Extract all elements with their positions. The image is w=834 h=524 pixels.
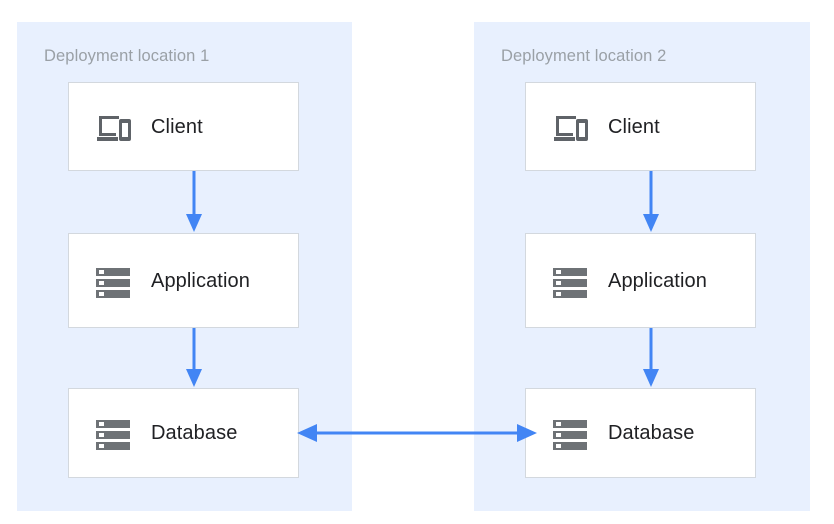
zone-2-node-database[interactable]: Database <box>525 388 756 478</box>
zone-2-arrow-application-to-database <box>640 328 662 388</box>
zone-2-arrow-client-to-application <box>640 171 662 233</box>
zone-2-database-label: Database <box>608 422 695 444</box>
server-stack-icon <box>550 413 590 453</box>
zone-1-client-label: Client <box>151 115 203 138</box>
zone-2-client-label: Client <box>608 115 660 138</box>
zone-1-node-client[interactable]: Client <box>68 82 299 171</box>
deployment-zone-2: Deployment location 2 Client <box>474 22 810 511</box>
database-replication-arrow <box>297 418 537 448</box>
server-stack-icon <box>93 413 133 453</box>
zone-1-arrow-application-to-database <box>183 328 205 388</box>
devices-icon <box>550 107 590 147</box>
zone-2-application-label: Application <box>608 269 707 292</box>
zone-1-application-label: Application <box>151 269 250 292</box>
zone-1-node-database[interactable]: Database <box>68 388 299 478</box>
zone-1-node-application[interactable]: Application <box>68 233 299 328</box>
zone-1-label: Deployment location 1 <box>44 47 210 65</box>
zone-1-arrow-client-to-application <box>183 171 205 233</box>
server-stack-icon <box>93 261 133 301</box>
zone-2-node-client[interactable]: Client <box>525 82 756 171</box>
zone-1-database-label: Database <box>151 422 238 444</box>
zone-2-node-application[interactable]: Application <box>525 233 756 328</box>
server-stack-icon <box>550 261 590 301</box>
zone-2-label: Deployment location 2 <box>501 47 667 65</box>
devices-icon <box>93 107 133 147</box>
deployment-zone-1: Deployment location 1 Client <box>17 22 352 511</box>
